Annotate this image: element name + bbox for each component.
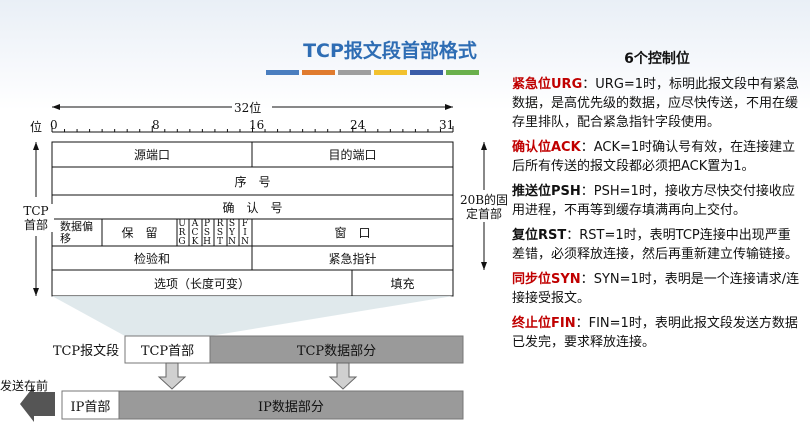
tcp-data-box: TCP数据部分 — [296, 344, 377, 359]
bit-colon: ： — [575, 316, 589, 331]
control-bit-syn: 同步位SYN：SYN=1时，表明是一个连接请求/连接接受报文。 — [512, 270, 802, 308]
accent-stripe — [338, 70, 371, 75]
bit-label: 同步位SYN — [512, 272, 581, 287]
bit-description: URG=1时，标明此报文段中有紧急数据，是高优先级的数据，应尽快传送，不用在缓存… — [512, 77, 800, 130]
accent-stripe — [266, 70, 299, 75]
ip-header-box: IP首部 — [70, 399, 111, 415]
bit-colon: ： — [580, 184, 594, 199]
flag-rst: RST — [216, 220, 225, 247]
bit-description: FIN=1时，表明此报文段发送方数据已发完，要求释放连接。 — [512, 316, 798, 350]
tick-label: 16 — [249, 118, 265, 132]
control-bit-psh: 推送位PSH：PSH=1时，接收方尽快交付接收应用进程，不再等到缓存填满再向上交… — [512, 182, 802, 220]
bit-position-label: 位 — [30, 120, 43, 134]
bit-label: 终止位FIN — [512, 316, 576, 331]
bit-colon: ： — [580, 140, 594, 155]
bit-description: PSH=1时，接收方尽快交付接收应用进程，不再等到缓存填满再向上交付。 — [512, 184, 795, 218]
accent-stripe — [302, 70, 335, 75]
bit-colon: ： — [580, 272, 594, 287]
bit-colon: ： — [582, 77, 596, 92]
field-destination-port: 目的端口 — [328, 148, 377, 162]
bit-label: 紧急位URG — [512, 77, 583, 92]
accent-stripe — [446, 70, 479, 75]
field-checksum: 检验和 — [133, 251, 170, 266]
fixed-header-label: 20B的固定首部 — [456, 193, 512, 221]
accent-stripe — [374, 70, 407, 75]
control-bit-urg: 紧急位URG：URG=1时，标明此报文段中有紧急数据，是高优先级的数据，应尽快传… — [512, 75, 802, 132]
field-window: 窗 口 — [334, 226, 371, 240]
tcp-segment-label: TCP报文段 — [52, 344, 120, 359]
field-options: 选项（长度可变） — [153, 276, 250, 291]
tick-label: 0 — [50, 118, 58, 132]
bits-width-label: 32位 — [234, 101, 262, 115]
tick-label: 24 — [350, 118, 366, 132]
page-title: TCP报文段首部格式 — [303, 40, 477, 62]
send-first-label: 发送在前 — [0, 378, 49, 393]
bit-description: SYN=1时，表明是一个连接请求/连接接受报文。 — [512, 272, 800, 306]
title-underline — [266, 70, 479, 75]
bit-colon: ： — [566, 228, 580, 243]
ip-data-box: IP数据部分 — [258, 399, 324, 415]
field-reserved: 保 留 — [121, 226, 158, 240]
flag-label: RST — [216, 219, 224, 247]
bit-description: RST=1时，表明TCP连接中出现严重差错，必须释放连接，然后再重新建立传输链接… — [512, 228, 799, 262]
tick-label: 8 — [152, 118, 160, 132]
flag-ack: ACK — [191, 220, 200, 247]
bit-label: 确认位ACK — [512, 140, 581, 155]
control-bits-panel: 6个控制位 紧急位URG：URG=1时，标明此报文段中有紧急数据，是高优先级的数… — [512, 50, 802, 358]
accent-stripe — [410, 70, 443, 75]
flag-label: SYN — [228, 219, 236, 247]
flag-syn: SYN — [228, 220, 237, 247]
field-source-port: 源端口 — [133, 148, 170, 162]
panel-heading: 6个控制位 — [624, 51, 690, 67]
control-bit-rst: 复位RST：RST=1时，表明TCP连接中出现严重差错，必须释放连接，然后再重新… — [512, 226, 802, 264]
field-padding: 填充 — [390, 276, 415, 291]
flag-label: PSH — [203, 219, 211, 247]
field-ack-number: 确 认 号 — [222, 200, 283, 215]
control-bit-ack: 确认位ACK：ACK=1时确认号有效，在连接建立后所有传送的报文段都必须把ACK… — [512, 138, 802, 176]
bit-description: ACK=1时确认号有效，在连接建立后所有传送的报文段都必须把ACK置为1。 — [512, 140, 796, 174]
flag-label: FIN — [241, 219, 249, 247]
bit-label: 复位RST — [512, 228, 567, 243]
field-data-offset: 数据偏移 — [60, 219, 93, 245]
bit-label: 推送位PSH — [512, 184, 581, 199]
flag-label: ACK — [191, 219, 199, 247]
flag-fin: FIN — [241, 220, 250, 247]
control-bit-fin: 终止位FIN：FIN=1时，表明此报文段发送方数据已发完，要求释放连接。 — [512, 314, 802, 352]
field-sequence-number: 序 号 — [234, 174, 271, 189]
flag-urg: URG — [178, 220, 187, 247]
flag-label: URG — [178, 219, 186, 247]
field-urgent-pointer: 紧急指针 — [328, 251, 377, 266]
flag-psh: PSH — [203, 220, 212, 247]
tcp-header-label: TCP首部 — [18, 204, 54, 232]
tick-label: 31 — [439, 118, 455, 132]
tcp-header-box: TCP首部 — [140, 344, 195, 359]
